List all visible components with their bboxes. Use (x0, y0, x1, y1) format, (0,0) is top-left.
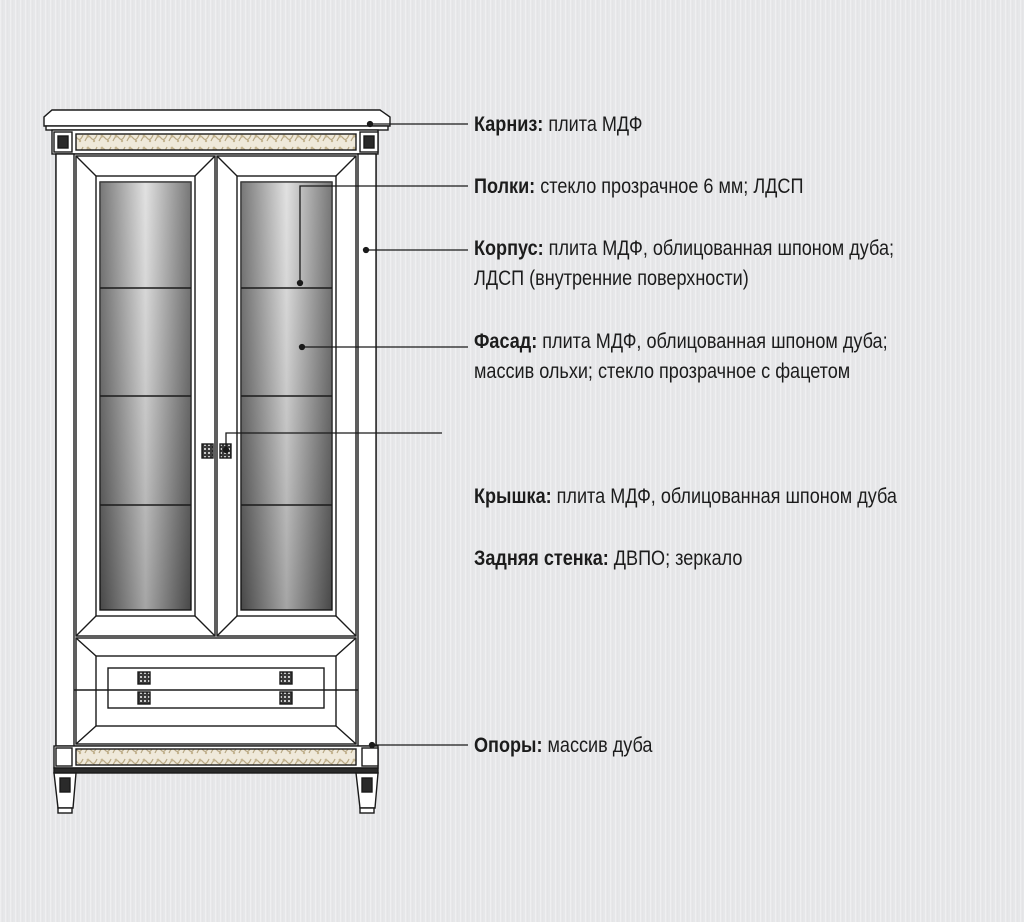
label-line: ЛДСП (внутренние поверхности) (474, 267, 749, 290)
label-line: плита МДФ, облицованная шпоном дуба (556, 485, 897, 508)
right-door (216, 155, 357, 637)
leader-cornice (366, 120, 468, 128)
label-line: плита МДФ, облицованная шпоном дуба; (542, 330, 888, 353)
leader-body (362, 246, 468, 254)
label-line: ДВПО; зеркало (613, 547, 743, 570)
bottom-frieze (53, 745, 379, 774)
label-cornice: Карниз: плита МДФ (474, 110, 643, 140)
label-term: Полки: (474, 175, 536, 198)
label-back-panel: Задняя стенка: ДВПО; зеркало (474, 544, 742, 574)
leader-shelves (296, 185, 468, 287)
label-legs: Опоры: массив дуба (474, 731, 652, 761)
label-body: Корпус: плита МДФ, облицованная шпоном д… (474, 234, 894, 294)
label-term: Крышка: (474, 485, 552, 508)
left-door (75, 155, 216, 637)
label-line: массив ольхи; стекло прозрачное с фацето… (474, 360, 851, 383)
label-line: плита МДФ, облицованная шпоном дуба; (548, 237, 895, 260)
label-line: стекло прозрачное 6 мм; ЛДСП (540, 175, 804, 198)
label-term: Опоры: (474, 734, 543, 757)
legs (53, 772, 379, 814)
label-term: Карниз: (474, 113, 544, 136)
label-term: Фасад: (474, 330, 538, 353)
label-term: Задняя стенка: (474, 547, 609, 570)
leader-legs (368, 741, 468, 749)
drawer (74, 637, 358, 745)
label-line: плита МДФ (548, 113, 643, 136)
cornice (43, 109, 391, 131)
leader-handle (222, 432, 442, 454)
leader-facade (298, 343, 468, 351)
label-shelves: Полки: стекло прозрачное 6 мм; ЛДСП (474, 172, 803, 202)
label-facade: Фасад: плита МДФ, облицованная шпоном ду… (474, 327, 888, 387)
top-frieze (51, 129, 379, 155)
label-top: Крышка: плита МДФ, облицованная шпоном д… (474, 482, 897, 512)
label-line: массив дуба (547, 734, 653, 757)
label-term: Корпус: (474, 237, 544, 260)
